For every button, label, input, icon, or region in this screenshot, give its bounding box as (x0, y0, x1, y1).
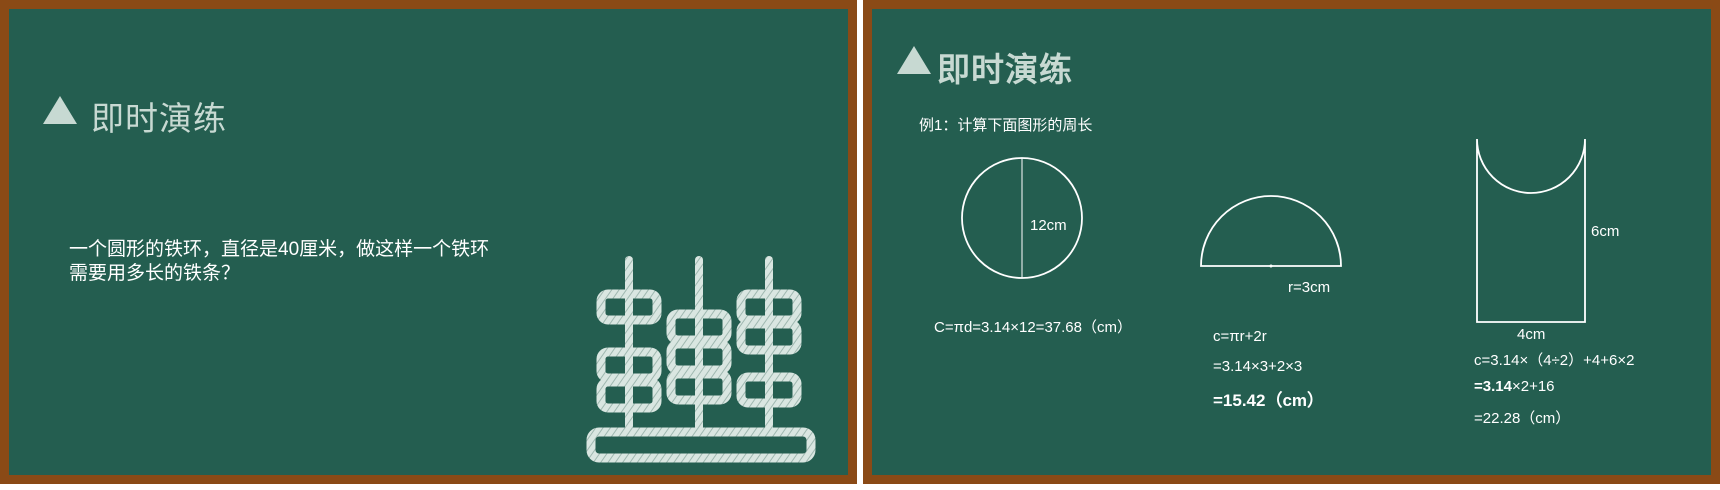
shape3-formula-2-bold: =3.14 (1474, 378, 1512, 395)
shape3-formula-3: =22.28（cm） (1474, 410, 1571, 427)
abacus-illustration (586, 256, 816, 463)
circle-formula: C=πd=3.14×12=37.68（cm） (934, 319, 1132, 336)
semicircle-radius-label: r=3cm (1288, 279, 1331, 296)
question-line-1: 一个圆形的铁环，直径是40厘米，做这样一个铁环 (69, 239, 490, 260)
example-label: 例1：计算下面图形的周长 (919, 117, 1093, 134)
circle-figure (961, 157, 1083, 279)
triangle-icon (897, 46, 931, 74)
triangle-icon (43, 96, 77, 124)
circle-diameter-label: 12cm (1030, 217, 1067, 234)
semicircle-figure (1200, 195, 1342, 268)
shape3-formula-2-rest: ×2+16 (1511, 378, 1555, 395)
slide-title: 即时演练 (91, 100, 227, 137)
shape3-formula-1: c=3.14×（4÷2）+4+6×2 (1474, 352, 1635, 369)
semicircle-formula-1: c=πr+2r (1213, 328, 1267, 345)
shape3-width-label: 4cm (1517, 326, 1546, 343)
semicircle-result: =15.42（cm） (1213, 391, 1325, 410)
slide-right[interactable]: 即时演练 例1：计算下面图形的周长 12cm C=πd=3.14×12=37.6… (863, 0, 1720, 484)
question-line-2: 需要用多长的铁条？ (69, 263, 241, 284)
semicircle-formula-2: =3.14×3+2×3 (1213, 358, 1303, 375)
shape3-formula-2: =3.14×2+16 (1474, 378, 1555, 395)
u-shape-figure (1476, 138, 1586, 323)
shape3-height-label: 6cm (1591, 223, 1620, 240)
slide-title: 即时演练 (937, 51, 1073, 88)
slide-left[interactable]: 即时演练 一个圆形的铁环，直径是40厘米，做这样一个铁环 需要用多长的铁条？ (0, 0, 857, 484)
